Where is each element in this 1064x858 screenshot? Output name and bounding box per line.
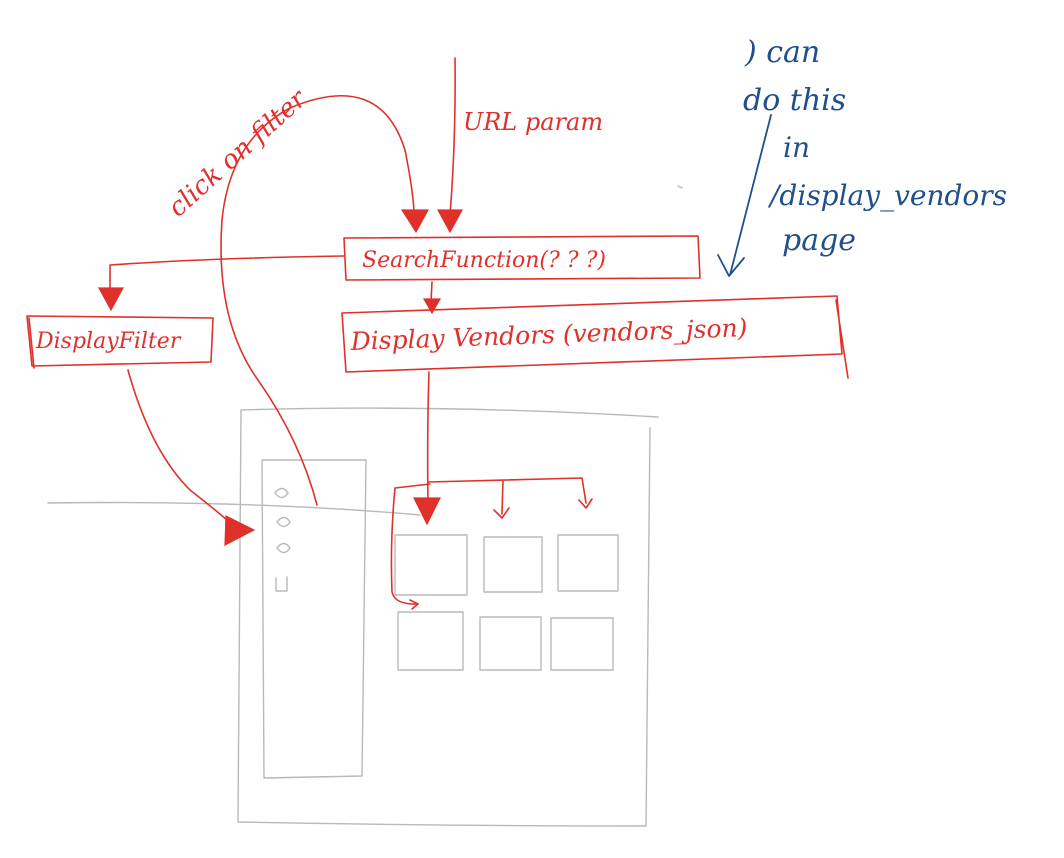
wireframe-filter-option-1	[274, 487, 289, 499]
wireframe-filter-option-3	[276, 542, 291, 554]
click-on-filter-annotation: click on filter	[163, 83, 314, 223]
search-function-label: SearchFunction(? ? ?)	[362, 248, 606, 273]
vendor-card	[479, 616, 542, 671]
vendor-card	[550, 617, 614, 671]
search-function-box: SearchFunction(? ? ?)	[343, 235, 701, 281]
click-on-filter-line	[220, 94, 415, 506]
filter-to-sidebar-line	[127, 369, 237, 529]
wireframe-sidebar	[261, 459, 367, 779]
note-line-4: /display_vendors	[767, 179, 1007, 212]
wireframe-horizontal-line	[47, 501, 421, 516]
url-param-annotation: URL param	[463, 108, 603, 136]
click-on-filter-arrowhead	[400, 209, 430, 234]
note-line-3: in	[783, 131, 810, 164]
vendor-card	[557, 534, 619, 592]
note-arrow	[717, 114, 772, 277]
note-line-1: ) can	[744, 35, 820, 70]
vendor-card	[397, 611, 464, 671]
display-filter-label: DisplayFilter	[35, 329, 182, 354]
wireframe-vendor-grid	[394, 534, 619, 671]
vendor-card	[394, 534, 468, 596]
wireframe-filter-option-2	[276, 516, 291, 528]
grid-branch-line	[390, 477, 587, 605]
note-line-5: page	[782, 223, 856, 258]
vendor-card	[483, 536, 543, 593]
search-to-vendors-arrowhead	[422, 298, 442, 315]
wireframe-filter-option-4	[275, 576, 288, 592]
stray-mark	[677, 185, 683, 189]
display-vendors-label: Display Vendors (vendors_json)	[349, 313, 748, 356]
grid-branch-tick	[409, 498, 593, 610]
display-filter-box: DisplayFilter	[26, 315, 214, 369]
url-param-line	[449, 57, 456, 216]
vendors-to-grid-arrowhead	[413, 497, 441, 526]
note-line-2: do this	[743, 83, 846, 118]
search-to-filter-arrowhead	[97, 287, 125, 312]
page-wireframe	[47, 407, 659, 827]
wireframe-page-outline	[237, 407, 659, 827]
url-param-arrowhead	[436, 209, 464, 234]
developer-note: ) can do this in /display_vendors page	[717, 35, 1007, 277]
flow-arrows	[97, 57, 593, 610]
filter-to-sidebar-arrowhead	[224, 515, 256, 547]
display-vendors-box: Display Vendors (vendors_json)	[341, 295, 849, 379]
vendors-to-grid-line	[426, 371, 430, 506]
search-to-filter-line	[109, 255, 345, 293]
